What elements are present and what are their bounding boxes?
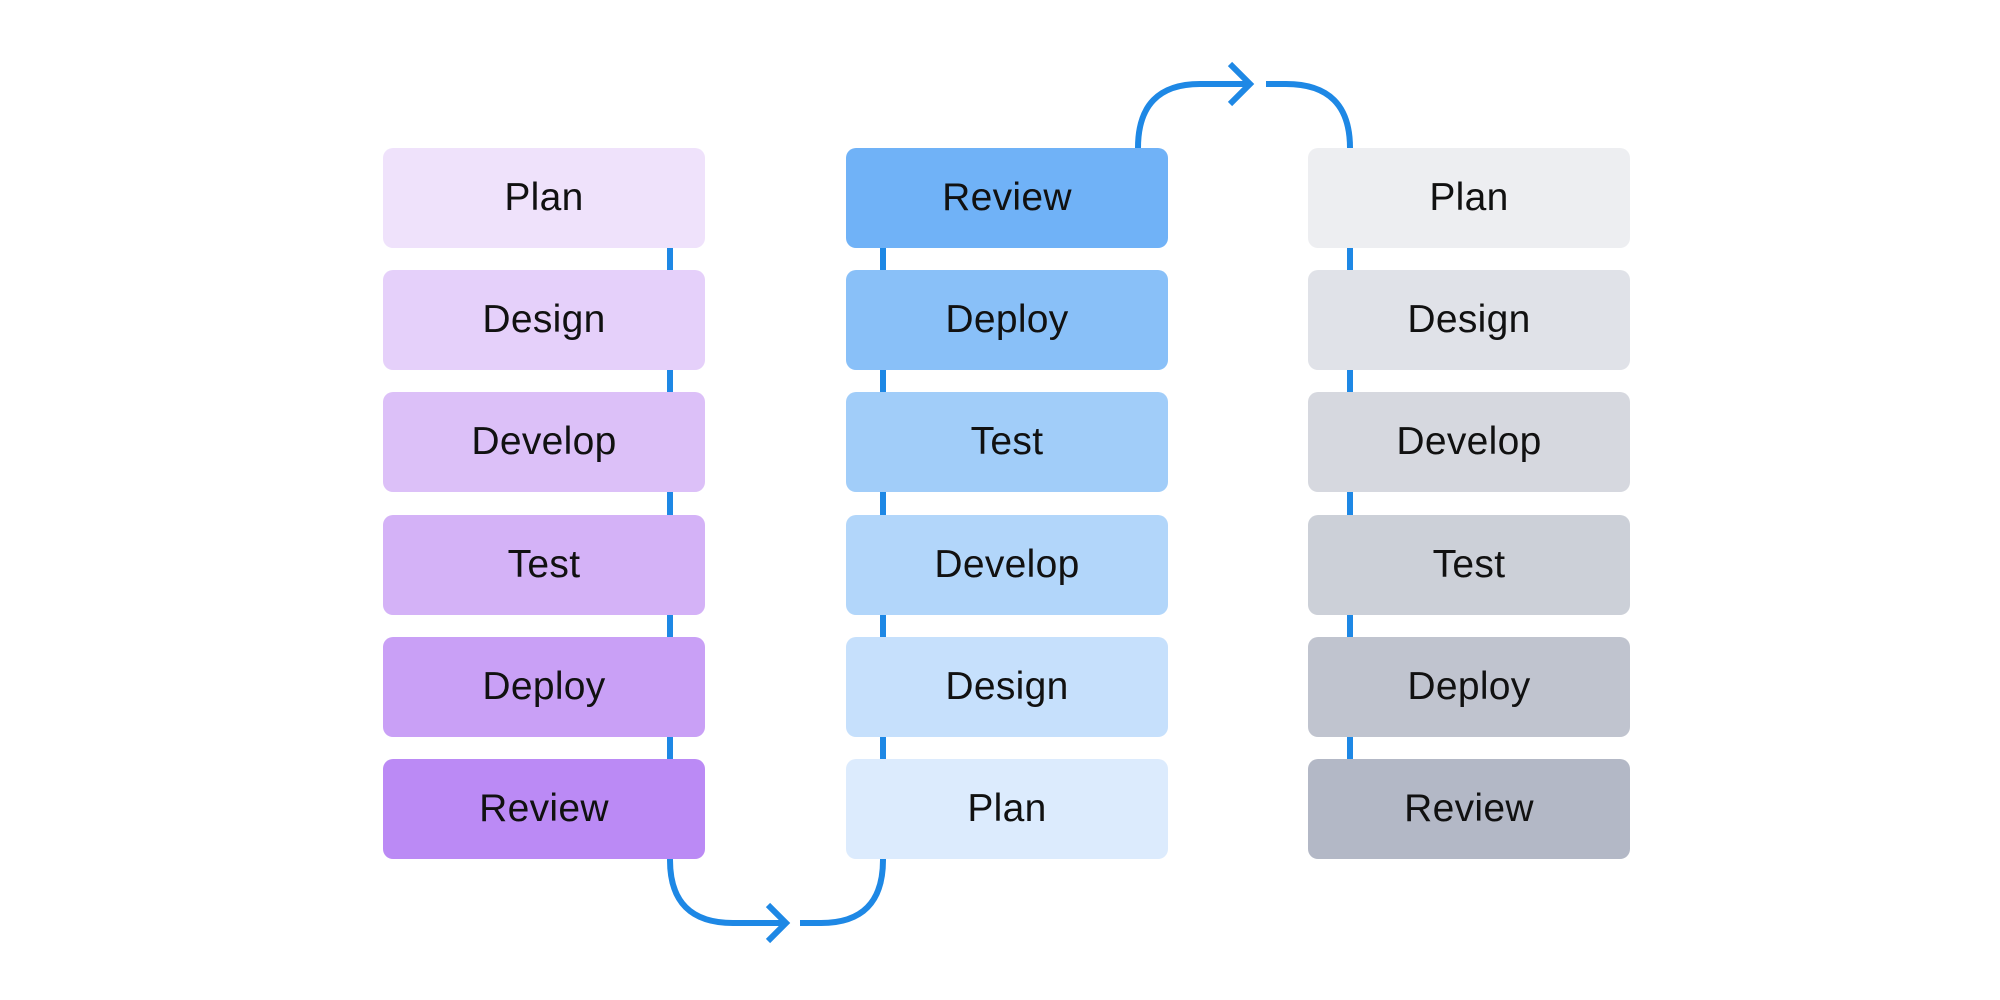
- bottom-arrow-icon: [765, 902, 791, 944]
- step-box: Test: [846, 392, 1168, 492]
- step-box: Plan: [846, 759, 1168, 859]
- step-box: Design: [1308, 270, 1630, 370]
- step-box: Deploy: [1308, 637, 1630, 737]
- step-box: Review: [383, 759, 705, 859]
- step-box: Review: [1308, 759, 1630, 859]
- bottom-loop-right: [800, 859, 886, 926]
- bottom-loop-left: [667, 859, 785, 926]
- top-loop-right: [1266, 81, 1353, 149]
- step-box: Plan: [383, 148, 705, 248]
- step-box: Test: [383, 515, 705, 615]
- step-box: Develop: [846, 515, 1168, 615]
- step-box: Develop: [383, 392, 705, 492]
- step-box: Design: [846, 637, 1168, 737]
- step-box: Deploy: [383, 637, 705, 737]
- step-box: Test: [1308, 515, 1630, 615]
- step-box: Review: [846, 148, 1168, 248]
- step-box: Design: [383, 270, 705, 370]
- step-box: Deploy: [846, 270, 1168, 370]
- top-arrow-icon: [1227, 61, 1255, 107]
- step-box: Develop: [1308, 392, 1630, 492]
- step-box: Plan: [1308, 148, 1630, 248]
- top-loop-left: [1135, 81, 1251, 149]
